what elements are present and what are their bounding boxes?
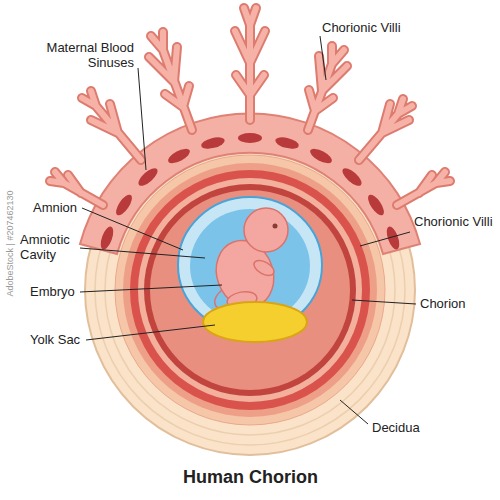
part-label: Maternal Blood Sinuses	[39, 40, 134, 70]
diagram-title: Human Chorion	[183, 466, 318, 488]
part-label: Chorionic Villi	[322, 20, 442, 35]
ring	[138, 178, 362, 402]
yolk-sac	[203, 302, 307, 342]
leader-lines	[80, 36, 416, 424]
part-label: Amnion	[33, 200, 93, 215]
ring	[115, 155, 385, 425]
part-label: Yolk Sac	[30, 332, 90, 347]
embryo-figure	[207, 208, 288, 316]
chorion-ring	[144, 184, 356, 396]
chorionic-villi-trees	[50, 8, 450, 205]
watermark: AdobeStock | #207462130	[3, 174, 18, 314]
part-label: Embryo	[30, 284, 90, 299]
part-label: Amniotic Cavity	[20, 232, 95, 262]
ring	[123, 163, 377, 417]
part-label: Decidua	[372, 420, 442, 435]
part-label: Chorion	[420, 296, 490, 311]
decidua-line	[95, 135, 405, 445]
villi-ring	[130, 170, 370, 410]
part-label: Chorionic Villi	[414, 214, 494, 229]
chorionic-cavity	[150, 190, 350, 390]
